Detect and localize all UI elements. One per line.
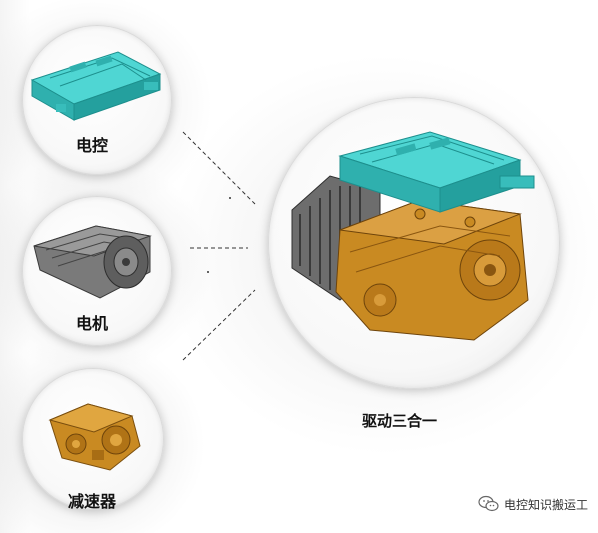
assembly-label: 驱动三合一 — [362, 412, 438, 430]
connector-reducer — [182, 289, 256, 361]
motor-label: 电机 — [76, 314, 109, 333]
controller-label: 电控 — [76, 136, 109, 155]
reducer-label: 减速器 — [68, 492, 117, 511]
connector-dot — [229, 197, 231, 199]
wechat-icon — [478, 495, 499, 512]
connector-lines — [182, 131, 256, 361]
assembly-illustration — [291, 131, 535, 341]
controller-illustration — [30, 51, 162, 121]
watermark-text: 电控知识搬运工 — [503, 497, 588, 512]
connector-controller — [182, 131, 256, 205]
reducer-illustration — [48, 403, 141, 471]
watermark: 电控知识搬运工 — [478, 495, 588, 513]
connector-dot — [207, 271, 209, 273]
motor-illustration — [33, 225, 152, 299]
